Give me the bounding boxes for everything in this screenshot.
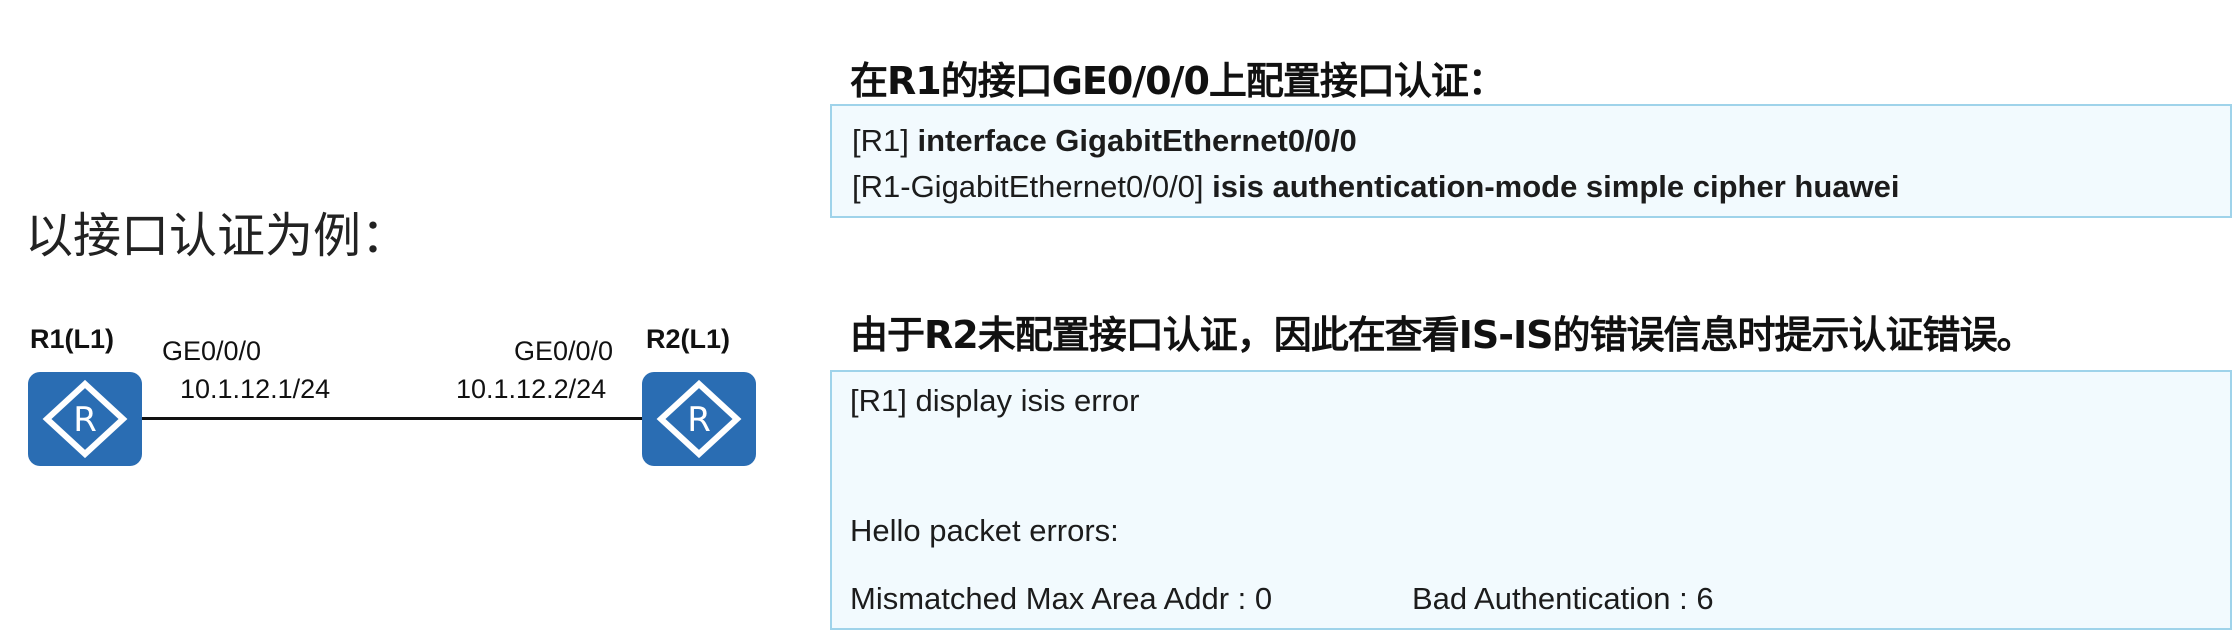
config-heading: 在R1的接口GE0/0/0上配置接口认证： bbox=[850, 59, 1506, 103]
config-line-2-prompt: [R1-GigabitEthernet0/0/0] bbox=[852, 169, 1213, 204]
svg-text:R: R bbox=[73, 400, 97, 440]
svg-text:R: R bbox=[687, 400, 711, 440]
example-label: 以接口认证为例： bbox=[25, 208, 410, 264]
router-r1-name: R1(L1) bbox=[30, 324, 115, 354]
router-r2: R bbox=[642, 372, 756, 466]
error-heading: 由于R2未配置接口认证，因此在查看IS-IS的错误信息时提示认证错误。 bbox=[850, 313, 2034, 357]
router-icon: R bbox=[656, 379, 742, 459]
hello-packet-errors: Hello packet errors: bbox=[850, 513, 1119, 548]
router-r2-ip: 10.1.12.2/24 bbox=[456, 374, 607, 404]
link-r1-r2 bbox=[140, 417, 644, 420]
router-r1-ip: 10.1.12.1/24 bbox=[180, 374, 331, 404]
router-r2-name: R2(L1) bbox=[646, 324, 731, 354]
config-line-2: [R1-GigabitEthernet0/0/0] isis authentic… bbox=[852, 164, 2230, 210]
error-output-box: [R1] display isis error Hello packet err… bbox=[830, 370, 2232, 630]
router-r1: R bbox=[28, 372, 142, 466]
config-line-1-command: interface GigabitEthernet0/0/0 bbox=[917, 123, 1357, 158]
router-icon: R bbox=[42, 379, 128, 459]
router-r1-port: GE0/0/0 bbox=[162, 336, 262, 366]
config-line-1-prompt: [R1] bbox=[852, 123, 918, 158]
config-command-box: [R1] interface GigabitEthernet0/0/0 [R1-… bbox=[830, 104, 2232, 218]
mismatched-max-area-addr: Mismatched Max Area Addr : 0 bbox=[850, 581, 1273, 616]
error-command: [R1] display isis error bbox=[850, 383, 1140, 418]
bad-authentication: Bad Authentication : 6 bbox=[1412, 581, 1714, 616]
router-r2-port: GE0/0/0 bbox=[514, 336, 614, 366]
config-line-2-command: isis authentication-mode simple cipher h… bbox=[1212, 169, 1900, 204]
config-line-1: [R1] interface GigabitEthernet0/0/0 bbox=[852, 118, 2230, 164]
